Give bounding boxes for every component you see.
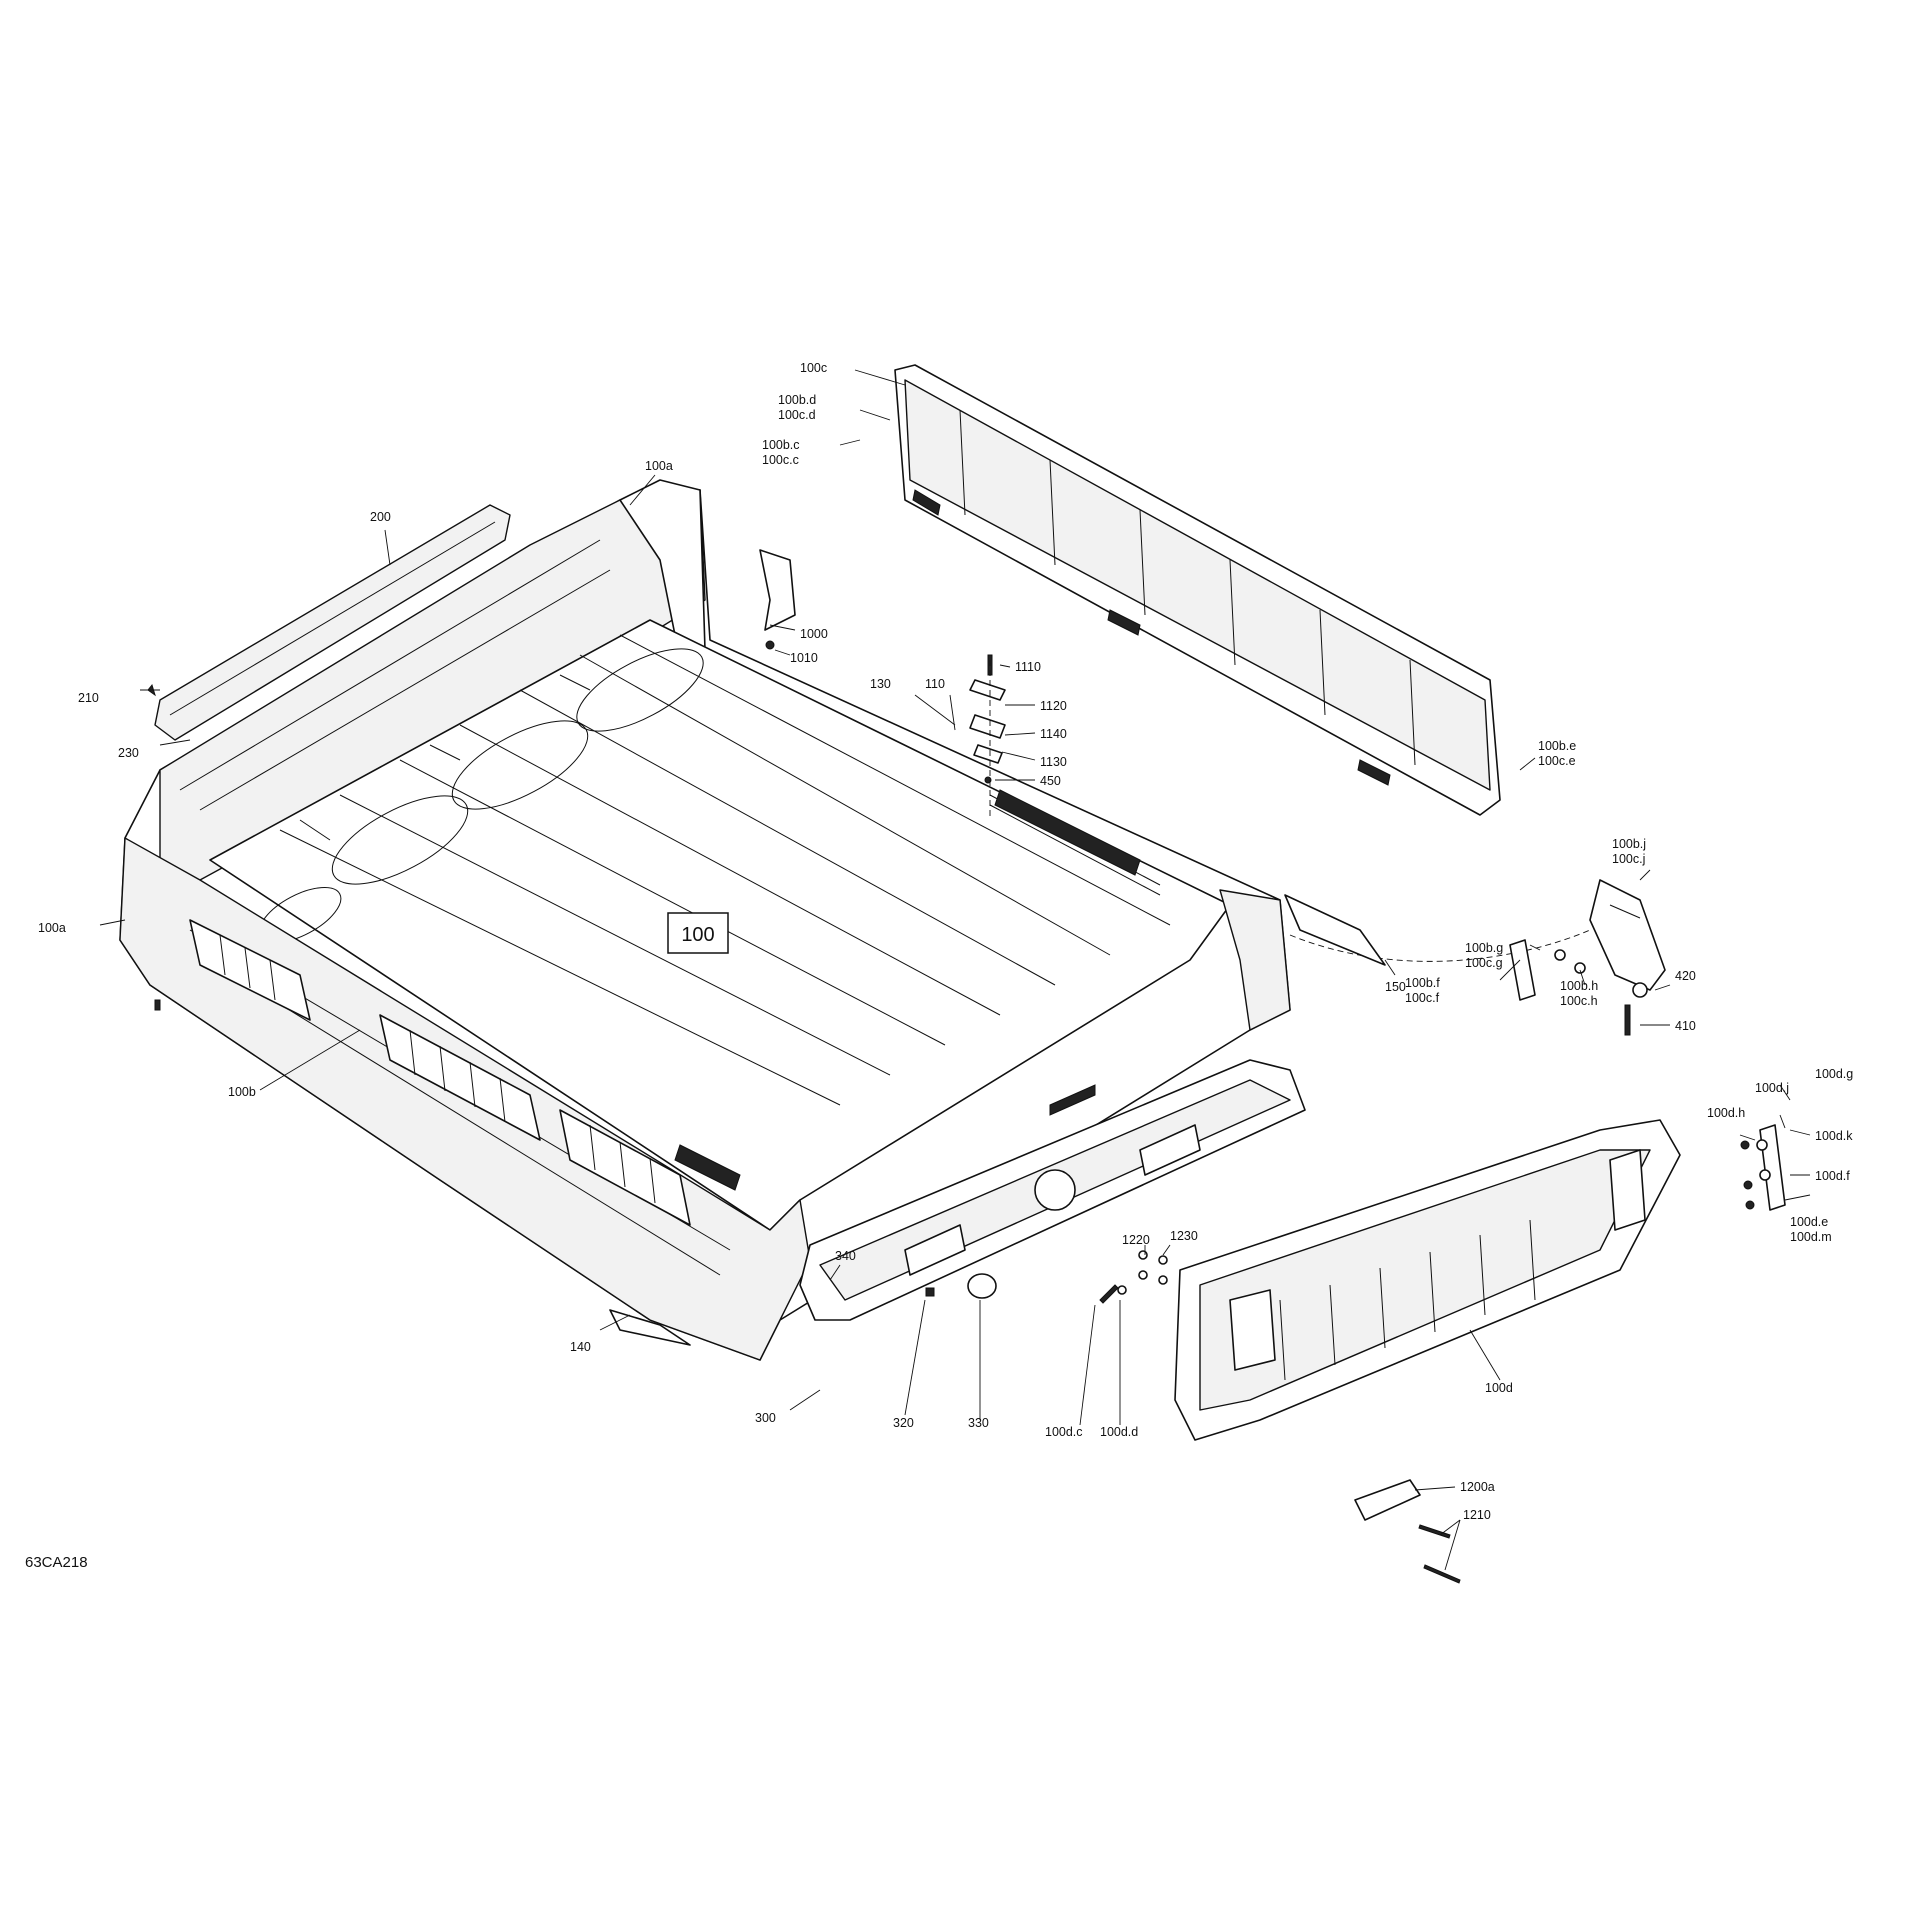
callout-1230: 1230 xyxy=(1170,1229,1198,1243)
callout-100de: 100d.e xyxy=(1790,1215,1828,1229)
assembly-number-box: 100 xyxy=(667,912,729,954)
side-panel-100c xyxy=(894,364,1501,816)
callout-450: 450 xyxy=(1040,774,1061,788)
bracket-100bj xyxy=(1289,879,1666,991)
callout-100c: 100c xyxy=(800,361,827,375)
callout-100a-left: 100a xyxy=(38,921,66,935)
callout-100dg: 100d.g xyxy=(1815,1067,1853,1081)
callout-1210: 1210 xyxy=(1463,1508,1491,1522)
callout-100cc: 100c.c xyxy=(762,453,799,467)
callout-100bd: 100b.d xyxy=(778,393,816,407)
assembly-number: 100 xyxy=(681,924,714,946)
callout-100cf: 100c.f xyxy=(1405,991,1440,1005)
callout-100cj: 100c.j xyxy=(1612,852,1645,866)
callout-1130: 1130 xyxy=(1040,755,1067,769)
top-rail-200 xyxy=(154,504,511,741)
callout-1110: 1110 xyxy=(1015,660,1041,674)
callout-210: 210 xyxy=(78,691,99,705)
callout-100d: 100d xyxy=(1485,1381,1513,1395)
hinge-100d xyxy=(1740,1124,1786,1211)
callout-100bh: 100b.h xyxy=(1560,979,1598,993)
strap-100bg xyxy=(1509,939,1648,1036)
callout-320: 320 xyxy=(893,1416,914,1430)
cap-330 xyxy=(967,1273,997,1299)
deflector-150 xyxy=(1284,894,1386,966)
callout-100b: 100b xyxy=(228,1085,256,1099)
callout-100cd: 100c.d xyxy=(778,408,816,422)
callout-100dj: 100d.j xyxy=(1755,1081,1789,1095)
callout-100a-top: 100a xyxy=(645,459,673,473)
callout-1010: 1010 xyxy=(790,651,818,665)
callout-110: 110 xyxy=(925,677,945,691)
callout-labels: 100c 100b.d 100c.d 100b.c 100c.c 100a 20… xyxy=(38,361,1853,1522)
leader-lines xyxy=(99,369,1811,1571)
callout-420: 420 xyxy=(1675,969,1696,983)
callout-1120: 1120 xyxy=(1040,699,1067,713)
callout-130: 130 xyxy=(870,677,891,691)
callout-100dk: 100d.k xyxy=(1815,1129,1853,1143)
callout-100bf: 100b.f xyxy=(1405,976,1440,990)
callout-100ce: 100c.e xyxy=(1538,754,1576,768)
hardware-stack-1110-1140 xyxy=(969,654,1006,820)
small-hardware-1220-1230 xyxy=(147,683,1168,1304)
callout-230: 230 xyxy=(118,746,139,760)
callout-150: 150 xyxy=(1385,980,1406,994)
drawing-reference-code: 63CA218 xyxy=(25,1554,88,1571)
latch-1200a xyxy=(1354,1479,1461,1584)
callout-1000: 1000 xyxy=(800,627,828,641)
callout-1220: 1220 xyxy=(1122,1233,1150,1247)
callout-100dh: 100d.h xyxy=(1707,1106,1745,1120)
callout-140: 140 xyxy=(570,1340,591,1354)
callout-100bj: 100b.j xyxy=(1612,837,1646,851)
callout-340: 340 xyxy=(835,1249,856,1263)
callout-300: 300 xyxy=(755,1411,776,1425)
rear-bumper-300 xyxy=(799,1059,1306,1321)
callout-100bg: 100b.g xyxy=(1465,941,1503,955)
tailgate-100d xyxy=(1174,1119,1681,1441)
callout-100cg: 100c.g xyxy=(1465,956,1503,970)
deflector-140 xyxy=(609,1309,691,1346)
bracket-1000 xyxy=(759,549,796,650)
callout-100dd: 100d.d xyxy=(1100,1425,1138,1439)
callout-200: 200 xyxy=(370,510,391,524)
callout-100dc: 100d.c xyxy=(1045,1425,1083,1439)
callout-1200a: 1200a xyxy=(1460,1480,1495,1494)
callout-100ch: 100c.h xyxy=(1560,994,1598,1008)
callout-100dm: 100d.m xyxy=(1790,1230,1832,1244)
callout-100bc: 100b.c xyxy=(762,438,800,452)
callout-410: 410 xyxy=(1675,1019,1696,1033)
callout-100df: 100d.f xyxy=(1815,1169,1850,1183)
callout-330: 330 xyxy=(968,1416,989,1430)
callout-1140: 1140 xyxy=(1040,727,1067,741)
callout-100be: 100b.e xyxy=(1538,739,1576,753)
